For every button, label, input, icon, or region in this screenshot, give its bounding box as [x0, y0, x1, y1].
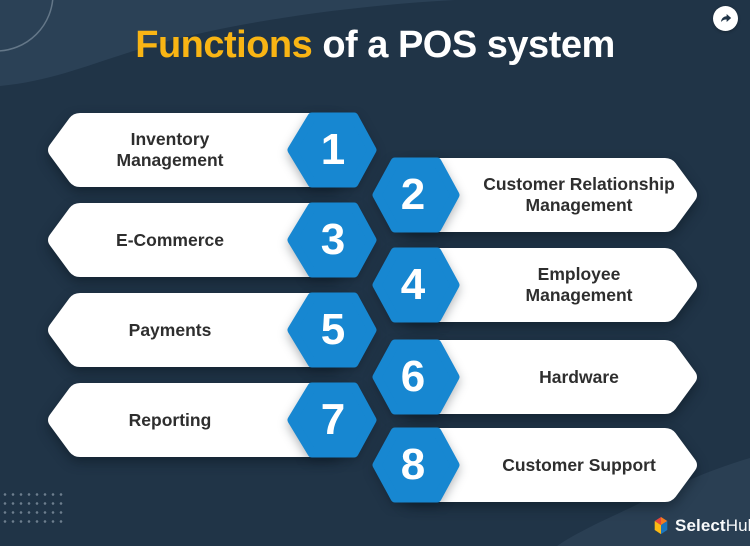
pill-body — [400, 158, 697, 232]
function-pill-5: Payments 5 — [44, 288, 384, 372]
number-hexagon — [372, 339, 460, 415]
number-hexagon — [287, 292, 377, 368]
pill-body — [400, 428, 697, 502]
function-number: 2 — [400, 170, 426, 219]
brand-logo: SelectHub — [652, 516, 750, 536]
pill-body — [48, 113, 345, 187]
title-highlight: Functions — [135, 24, 313, 66]
number-hexagon — [372, 427, 460, 503]
function-pill-2: Customer Relationship Management 2 — [367, 153, 707, 237]
function-label: Employee Management — [525, 264, 633, 305]
function-pill-6: Hardware 6 — [367, 335, 707, 419]
function-number: 7 — [320, 395, 346, 444]
function-number: 4 — [400, 260, 426, 309]
pill-body — [48, 203, 345, 277]
function-pill-8: Customer Support 8 — [367, 423, 707, 507]
function-label: Reporting — [128, 409, 212, 430]
function-number: 5 — [320, 305, 346, 354]
number-hexagon — [287, 382, 377, 458]
function-number: 8 — [400, 440, 426, 489]
function-label: Customer Support — [502, 454, 656, 475]
number-hexagon — [372, 157, 460, 233]
share-button[interactable] — [713, 6, 738, 31]
function-label: E-Commerce — [116, 229, 224, 250]
function-number: 3 — [320, 215, 346, 264]
function-label: Payments — [128, 319, 212, 340]
pill-body — [400, 340, 697, 414]
dot-grid-decoration — [1, 490, 63, 523]
pill-body — [48, 293, 345, 367]
share-forward-arrow-icon — [720, 13, 732, 23]
function-number: 1 — [320, 125, 346, 174]
function-label: Hardware — [539, 366, 619, 387]
function-label: Inventory Management — [116, 129, 224, 170]
function-pill-7: Reporting 7 — [44, 378, 384, 462]
page-title: Functions of a POS system — [0, 24, 750, 67]
brand-cube-icon — [654, 517, 668, 535]
number-hexagon — [372, 247, 460, 323]
pill-body — [400, 248, 697, 322]
function-label: Customer Relationship Management — [483, 174, 675, 215]
number-hexagon — [287, 202, 377, 278]
function-number: 6 — [400, 352, 426, 401]
title-rest: of a POS system — [312, 24, 615, 66]
function-pill-4: Employee Management 4 — [367, 243, 707, 327]
brand-name: SelectHub — [675, 516, 750, 535]
number-hexagon — [287, 112, 377, 188]
pill-body — [48, 383, 345, 457]
top-left-blob — [0, 0, 455, 86]
function-pill-1: Inventory Management 1 — [44, 108, 384, 192]
function-pill-3: E-Commerce 3 — [44, 198, 384, 282]
